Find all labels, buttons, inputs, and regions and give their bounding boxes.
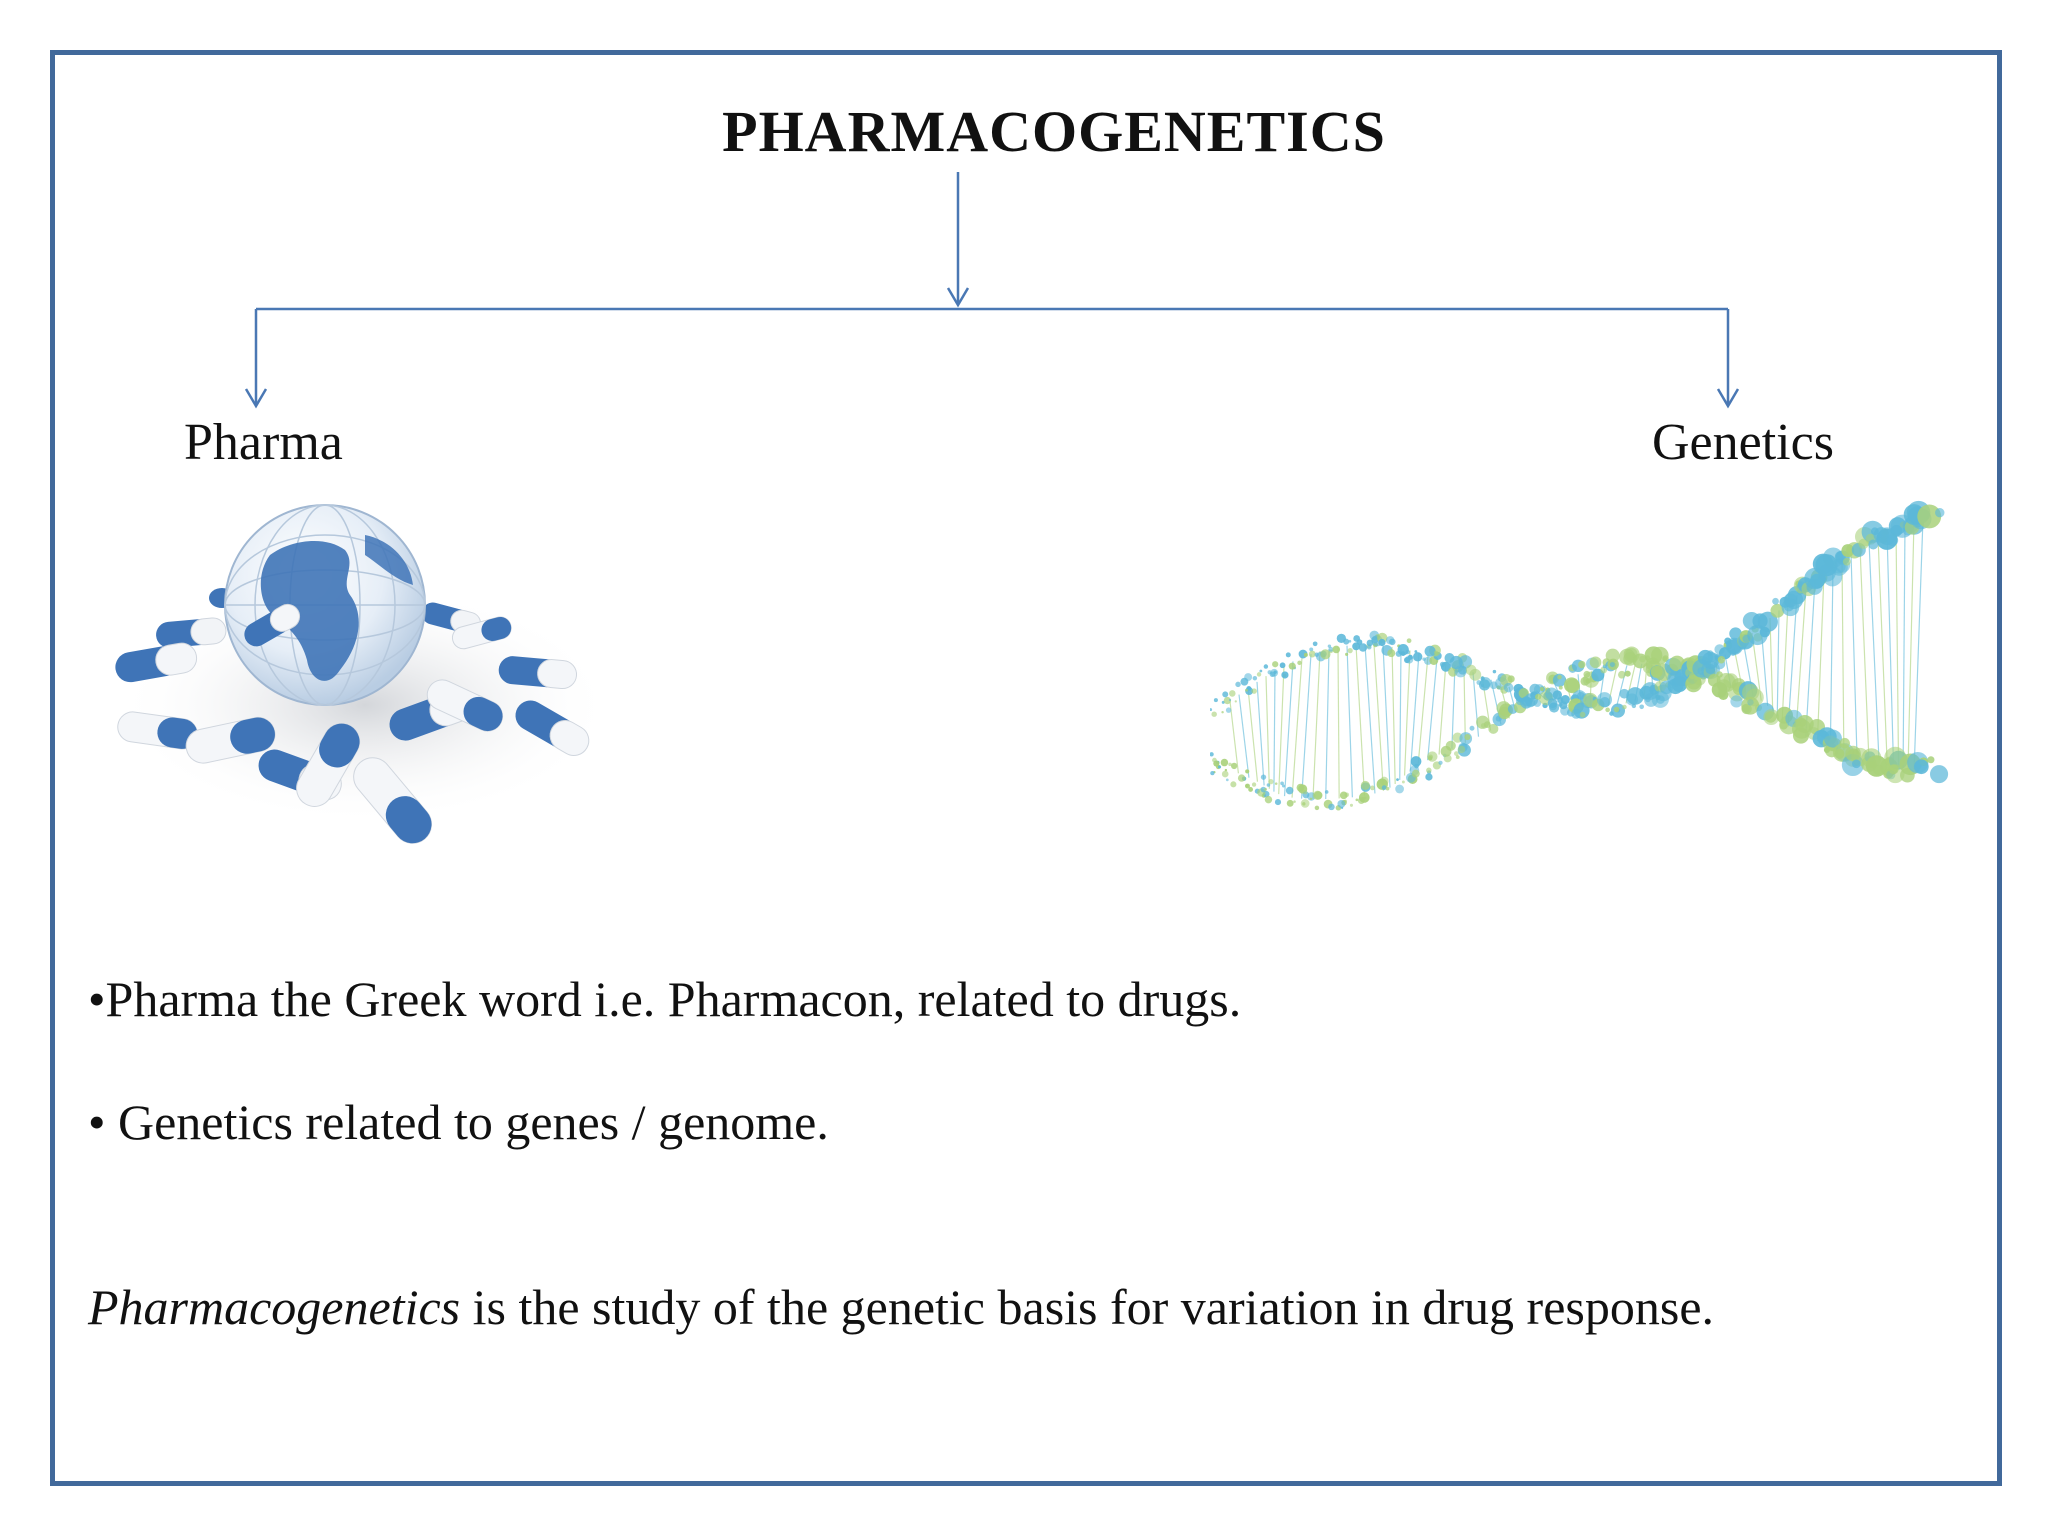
definition-term: Pharmacogenetics: [88, 1279, 461, 1335]
slide-title: PHARMACOGENETICS: [722, 99, 1386, 164]
genetics-label: Genetics: [1652, 414, 1834, 471]
definition-rest: is the study of the genetic basis for va…: [460, 1279, 1715, 1335]
bullet-pharma: •Pharma the Greek word i.e. Pharmacon, r…: [88, 971, 1242, 1027]
dna-helix-icon: [1210, 500, 1949, 811]
bullet-genetics: • Genetics related to genes / genome.: [88, 1094, 829, 1150]
globe-with-capsules-icon: [115, 504, 615, 844]
pharma-label: Pharma: [184, 414, 343, 471]
definition-text: Pharmacogenetics is the study of the gen…: [88, 1278, 1714, 1336]
slide-frame: [50, 50, 2002, 1486]
